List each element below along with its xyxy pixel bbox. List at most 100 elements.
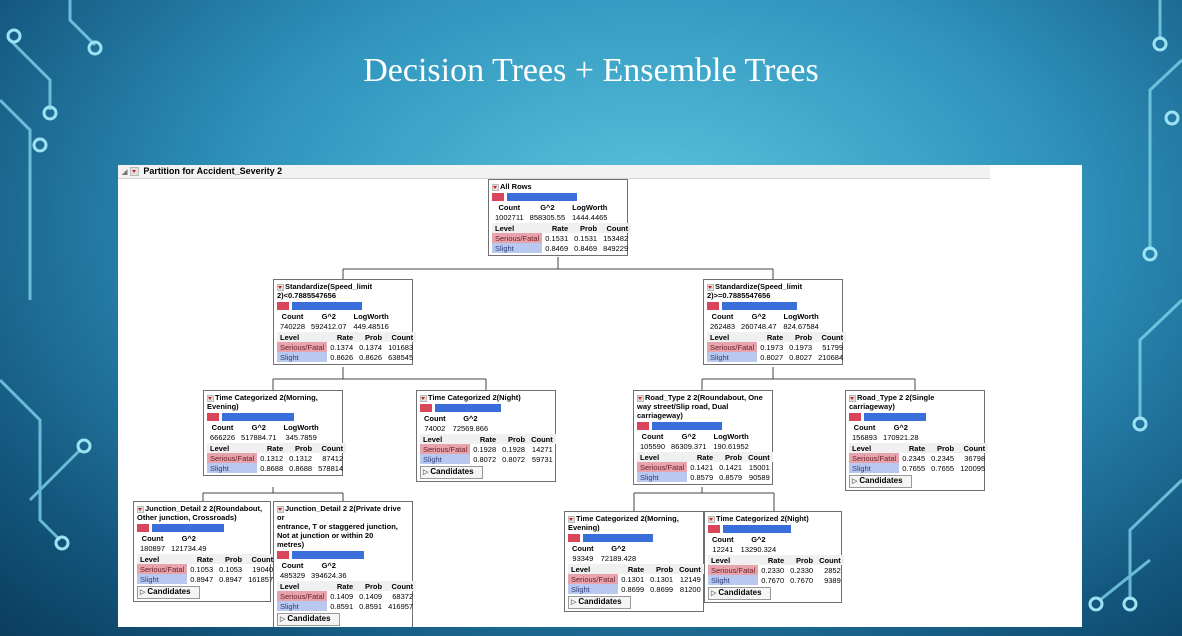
serious-bar [707, 302, 719, 310]
candidates-button[interactable]: ▷Candidates [568, 596, 631, 609]
prob-header: Prob [716, 452, 746, 462]
node-title[interactable]: Time Categorized 2(Night) [708, 514, 838, 523]
node-title[interactable]: Time Categorized 2(Morning,Evening) [207, 393, 339, 411]
prob-header: Prob [786, 332, 816, 342]
count-cell: 416957 [388, 601, 414, 611]
level-header: Level [708, 555, 759, 565]
node-title-line: Road_Type 2 2(Roundabout, One [645, 393, 763, 402]
rate-cell: 0.8626 [330, 352, 354, 362]
rate-cell: 0.1374 [330, 342, 354, 352]
count-header: Count [315, 443, 347, 453]
g2-header: G^2 [463, 413, 478, 423]
node-bar [207, 413, 339, 421]
candidates-button[interactable]: ▷Candidates [137, 586, 200, 599]
candidates-button[interactable]: ▷Candidates [277, 613, 340, 626]
node-title[interactable]: Junction_Detail 2 2(Roundabout,Other jun… [137, 504, 267, 522]
g2-header: G^2 [321, 560, 336, 570]
level-cell: Slight [492, 243, 543, 253]
prob-cell: 0.1374 [359, 342, 383, 352]
red-triangle-menu-icon[interactable] [637, 394, 644, 402]
g2-header: G^2 [751, 534, 766, 544]
prob-cell: 0.8027 [789, 352, 813, 362]
slight-bar [864, 413, 926, 421]
count-value: 105590 [640, 441, 666, 451]
serious-bar [207, 413, 219, 421]
rate-header: Rate [327, 332, 357, 342]
prob-header: Prob [647, 564, 677, 574]
g2-header: G^2 [681, 431, 696, 441]
red-triangle-menu-icon[interactable] [707, 283, 714, 291]
red-triangle-menu-icon[interactable] [708, 515, 715, 523]
candidates-button[interactable]: ▷Candidates [849, 475, 912, 488]
collapse-triangle-icon[interactable]: ◢ [122, 169, 128, 176]
tree-node-junction-roundabout: Junction_Detail 2 2(Roundabout,Other jun… [133, 501, 277, 602]
candidates-label: Candidates [147, 587, 191, 596]
count-cell: 849229 [603, 243, 629, 253]
tree-node-time-morning-b: Time Categorized 2(Morning,Evening) Count… [564, 511, 704, 612]
prob-cell: 0.8699 [650, 584, 674, 594]
node-title[interactable]: Time Categorized 2(Morning,Evening) [568, 514, 700, 532]
count-header: Count [711, 311, 734, 321]
red-triangle-menu-icon[interactable] [568, 515, 575, 523]
prob-cell: 0.1409 [359, 591, 383, 601]
node-title[interactable]: All Rows [492, 182, 624, 191]
rate-cell: 0.1053 [190, 564, 214, 574]
rate-cell: 0.8699 [621, 584, 645, 594]
g2-header: G^2 [181, 533, 196, 543]
g2-header: G^2 [751, 311, 766, 321]
node-title-line: Road_Type 2 2(Single carriageway) [849, 393, 935, 411]
tree-connectors [202, 257, 916, 511]
red-triangle-menu-icon[interactable] [277, 283, 284, 291]
node-title[interactable]: Road_Type 2 2(Single carriageway) [849, 393, 981, 411]
rate-header: Rate [758, 555, 788, 565]
serious-bar [637, 422, 649, 430]
red-triangle-menu-icon[interactable] [277, 505, 284, 513]
g2-value: 394624.36 [311, 570, 347, 580]
rate-cell: 0.1531 [545, 233, 569, 243]
logworth-header: LogWorth [783, 311, 819, 321]
prob-cell: 0.1531 [574, 233, 598, 243]
node-title-line: Junction_Detail 2 2(Roundabout, [145, 504, 263, 513]
candidates-button[interactable]: ▷Candidates [708, 587, 771, 600]
level-cell: Slight [708, 575, 759, 585]
node-bar [707, 302, 839, 310]
red-triangle-menu-icon[interactable] [849, 394, 856, 402]
red-triangle-menu-icon[interactable] [420, 394, 427, 402]
count-cell: 14271 [531, 444, 553, 454]
candidates-button[interactable]: ▷Candidates [420, 466, 483, 479]
panel-header[interactable]: ◢ Partition for Accident_Severity 2 [118, 165, 990, 179]
rate-cell: 0.7655 [902, 463, 926, 473]
count-value: 740228 [280, 321, 306, 331]
prob-cell: 0.8626 [359, 352, 383, 362]
node-title[interactable]: Time Categorized 2(Night) [420, 393, 552, 402]
node-title-line: entrance, T or staggered junction, [277, 522, 398, 531]
rate-header: Rate [187, 554, 217, 564]
red-triangle-menu-icon[interactable] [137, 505, 144, 513]
node-title-line: 2)<0.7885547656 [277, 291, 337, 300]
rate-cell: 0.8469 [545, 243, 569, 253]
node-bar [849, 413, 981, 421]
node-title-line: Time Categorized 2(Morning, [215, 393, 318, 402]
red-triangle-menu-icon[interactable] [129, 167, 139, 177]
count-cell: 161857 [248, 574, 274, 584]
red-triangle-menu-icon[interactable] [492, 183, 499, 191]
red-triangle-menu-icon[interactable] [207, 394, 214, 402]
prob-cell: 0.2345 [931, 453, 955, 463]
node-title-line: Junction_Detail 2 2(Private drive or [277, 504, 401, 522]
count-value: 180897 [140, 543, 166, 553]
level-header: Level [568, 564, 619, 574]
